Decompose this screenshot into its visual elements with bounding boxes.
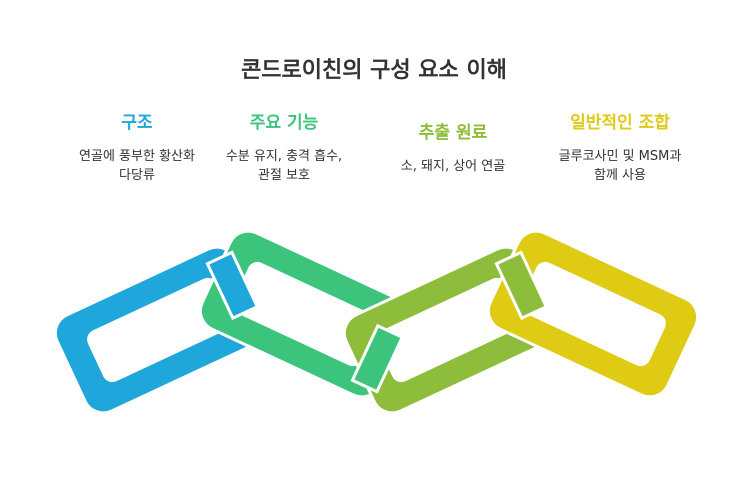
item-structure: 구조 연골에 풍부한 황산화 다당류 xyxy=(52,108,222,185)
item-description: 연골에 풍부한 황산화 다당류 xyxy=(52,147,222,185)
chain-overlap-blue xyxy=(205,250,260,321)
item-description-line: 연골에 풍부한 황산화 xyxy=(79,149,195,164)
item-description-line: 관절 보호 xyxy=(258,168,310,183)
item-description-line: 함께 사용 xyxy=(594,168,646,183)
diagram-title: 콘드로이친의 구성 요소 이해 xyxy=(241,58,507,83)
item-description: 소, 돼지, 상어 연골 xyxy=(368,157,538,176)
item-source: 추출 원료 소, 돼지, 상어 연골 xyxy=(368,118,538,176)
item-description-line: 글루코사민 및 MSM과 xyxy=(558,149,682,164)
item-description: 글루코사민 및 MSM과 함께 사용 xyxy=(535,147,705,185)
chain-overlap-olive xyxy=(494,250,549,321)
item-description-line: 다당류 xyxy=(119,168,155,183)
chain-link-yellow xyxy=(486,229,700,399)
item-main-function: 주요 기능 수분 유지, 충격 흡수, 관절 보호 xyxy=(199,108,369,185)
item-description-line: 소, 돼지, 상어 연골 xyxy=(400,159,506,174)
item-heading: 추출 원료 xyxy=(418,123,488,143)
item-heading: 일반적인 조합 xyxy=(570,113,670,133)
item-heading: 주요 기능 xyxy=(249,113,319,133)
item-description: 수분 유지, 충격 흡수, 관절 보호 xyxy=(199,147,369,185)
item-description-line: 수분 유지, 충격 흡수, xyxy=(225,149,343,164)
item-combination: 일반적인 조합 글루코사민 및 MSM과 함께 사용 xyxy=(535,108,705,185)
chain-overlap-green xyxy=(350,323,405,394)
item-heading: 구조 xyxy=(121,113,153,133)
